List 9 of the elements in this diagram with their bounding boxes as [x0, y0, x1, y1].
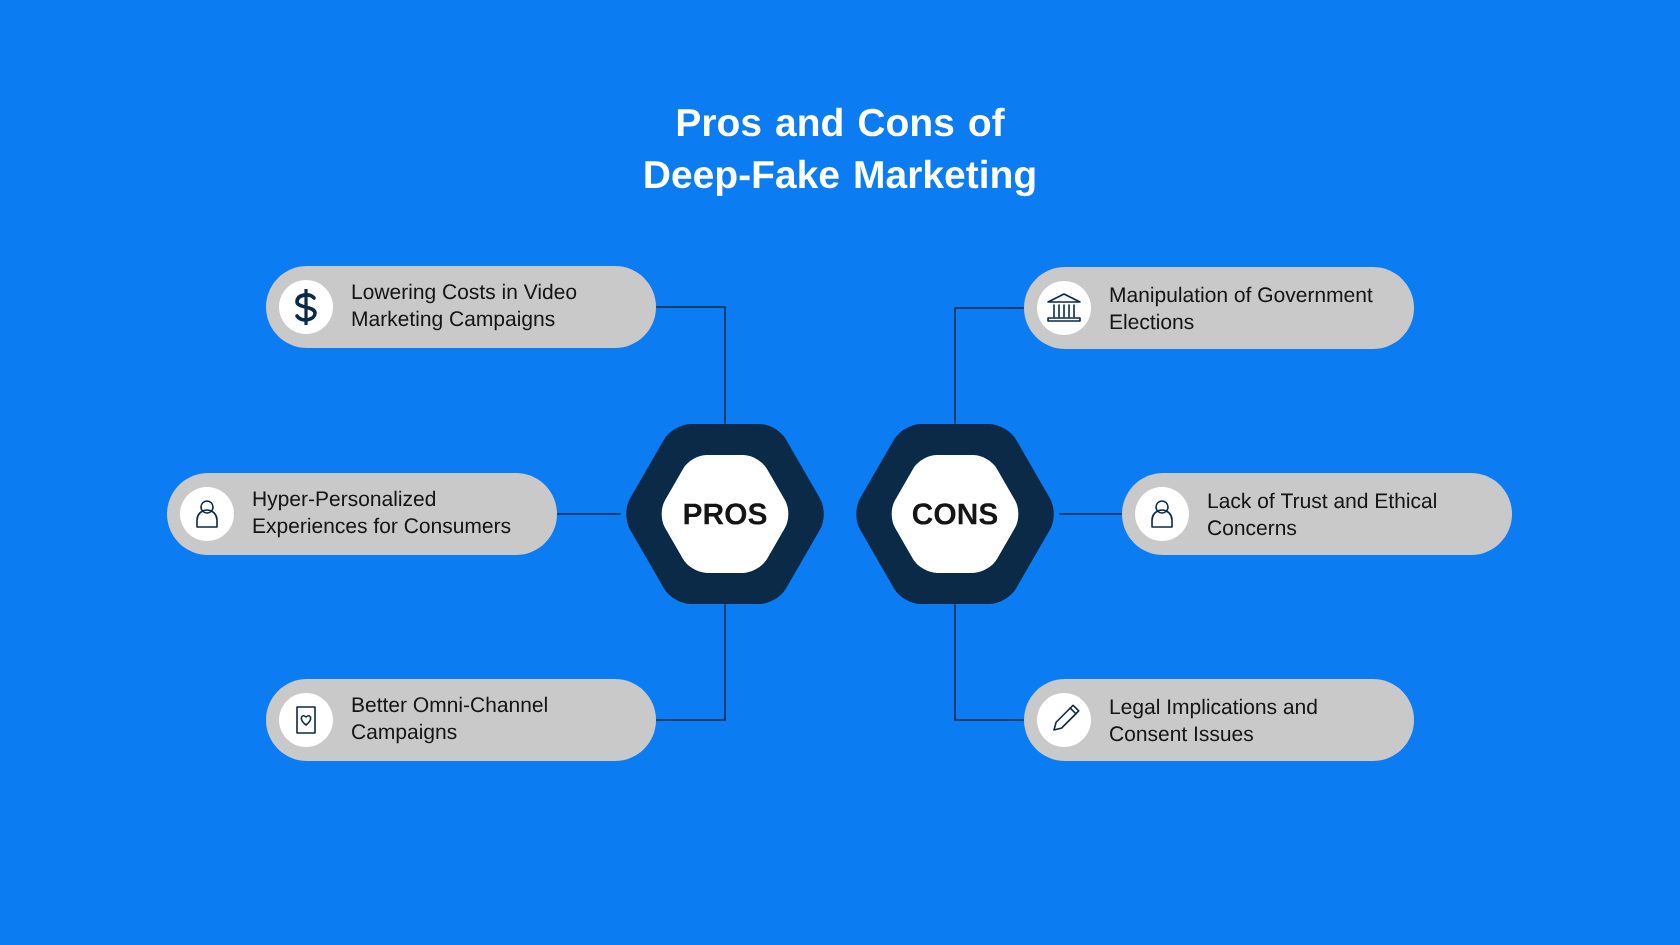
connector-line	[556, 513, 622, 515]
hexagon-badge: CONS	[856, 423, 1054, 605]
connector-line	[954, 603, 1025, 721]
connector-line	[1058, 513, 1123, 515]
connector-line	[954, 307, 1025, 425]
connector-line	[655, 603, 726, 721]
hexagon-badge: PROS	[626, 423, 824, 605]
title: Pros and Cons of Deep-Fake Marketing	[645, 107, 1035, 197]
connector-line	[655, 306, 726, 425]
